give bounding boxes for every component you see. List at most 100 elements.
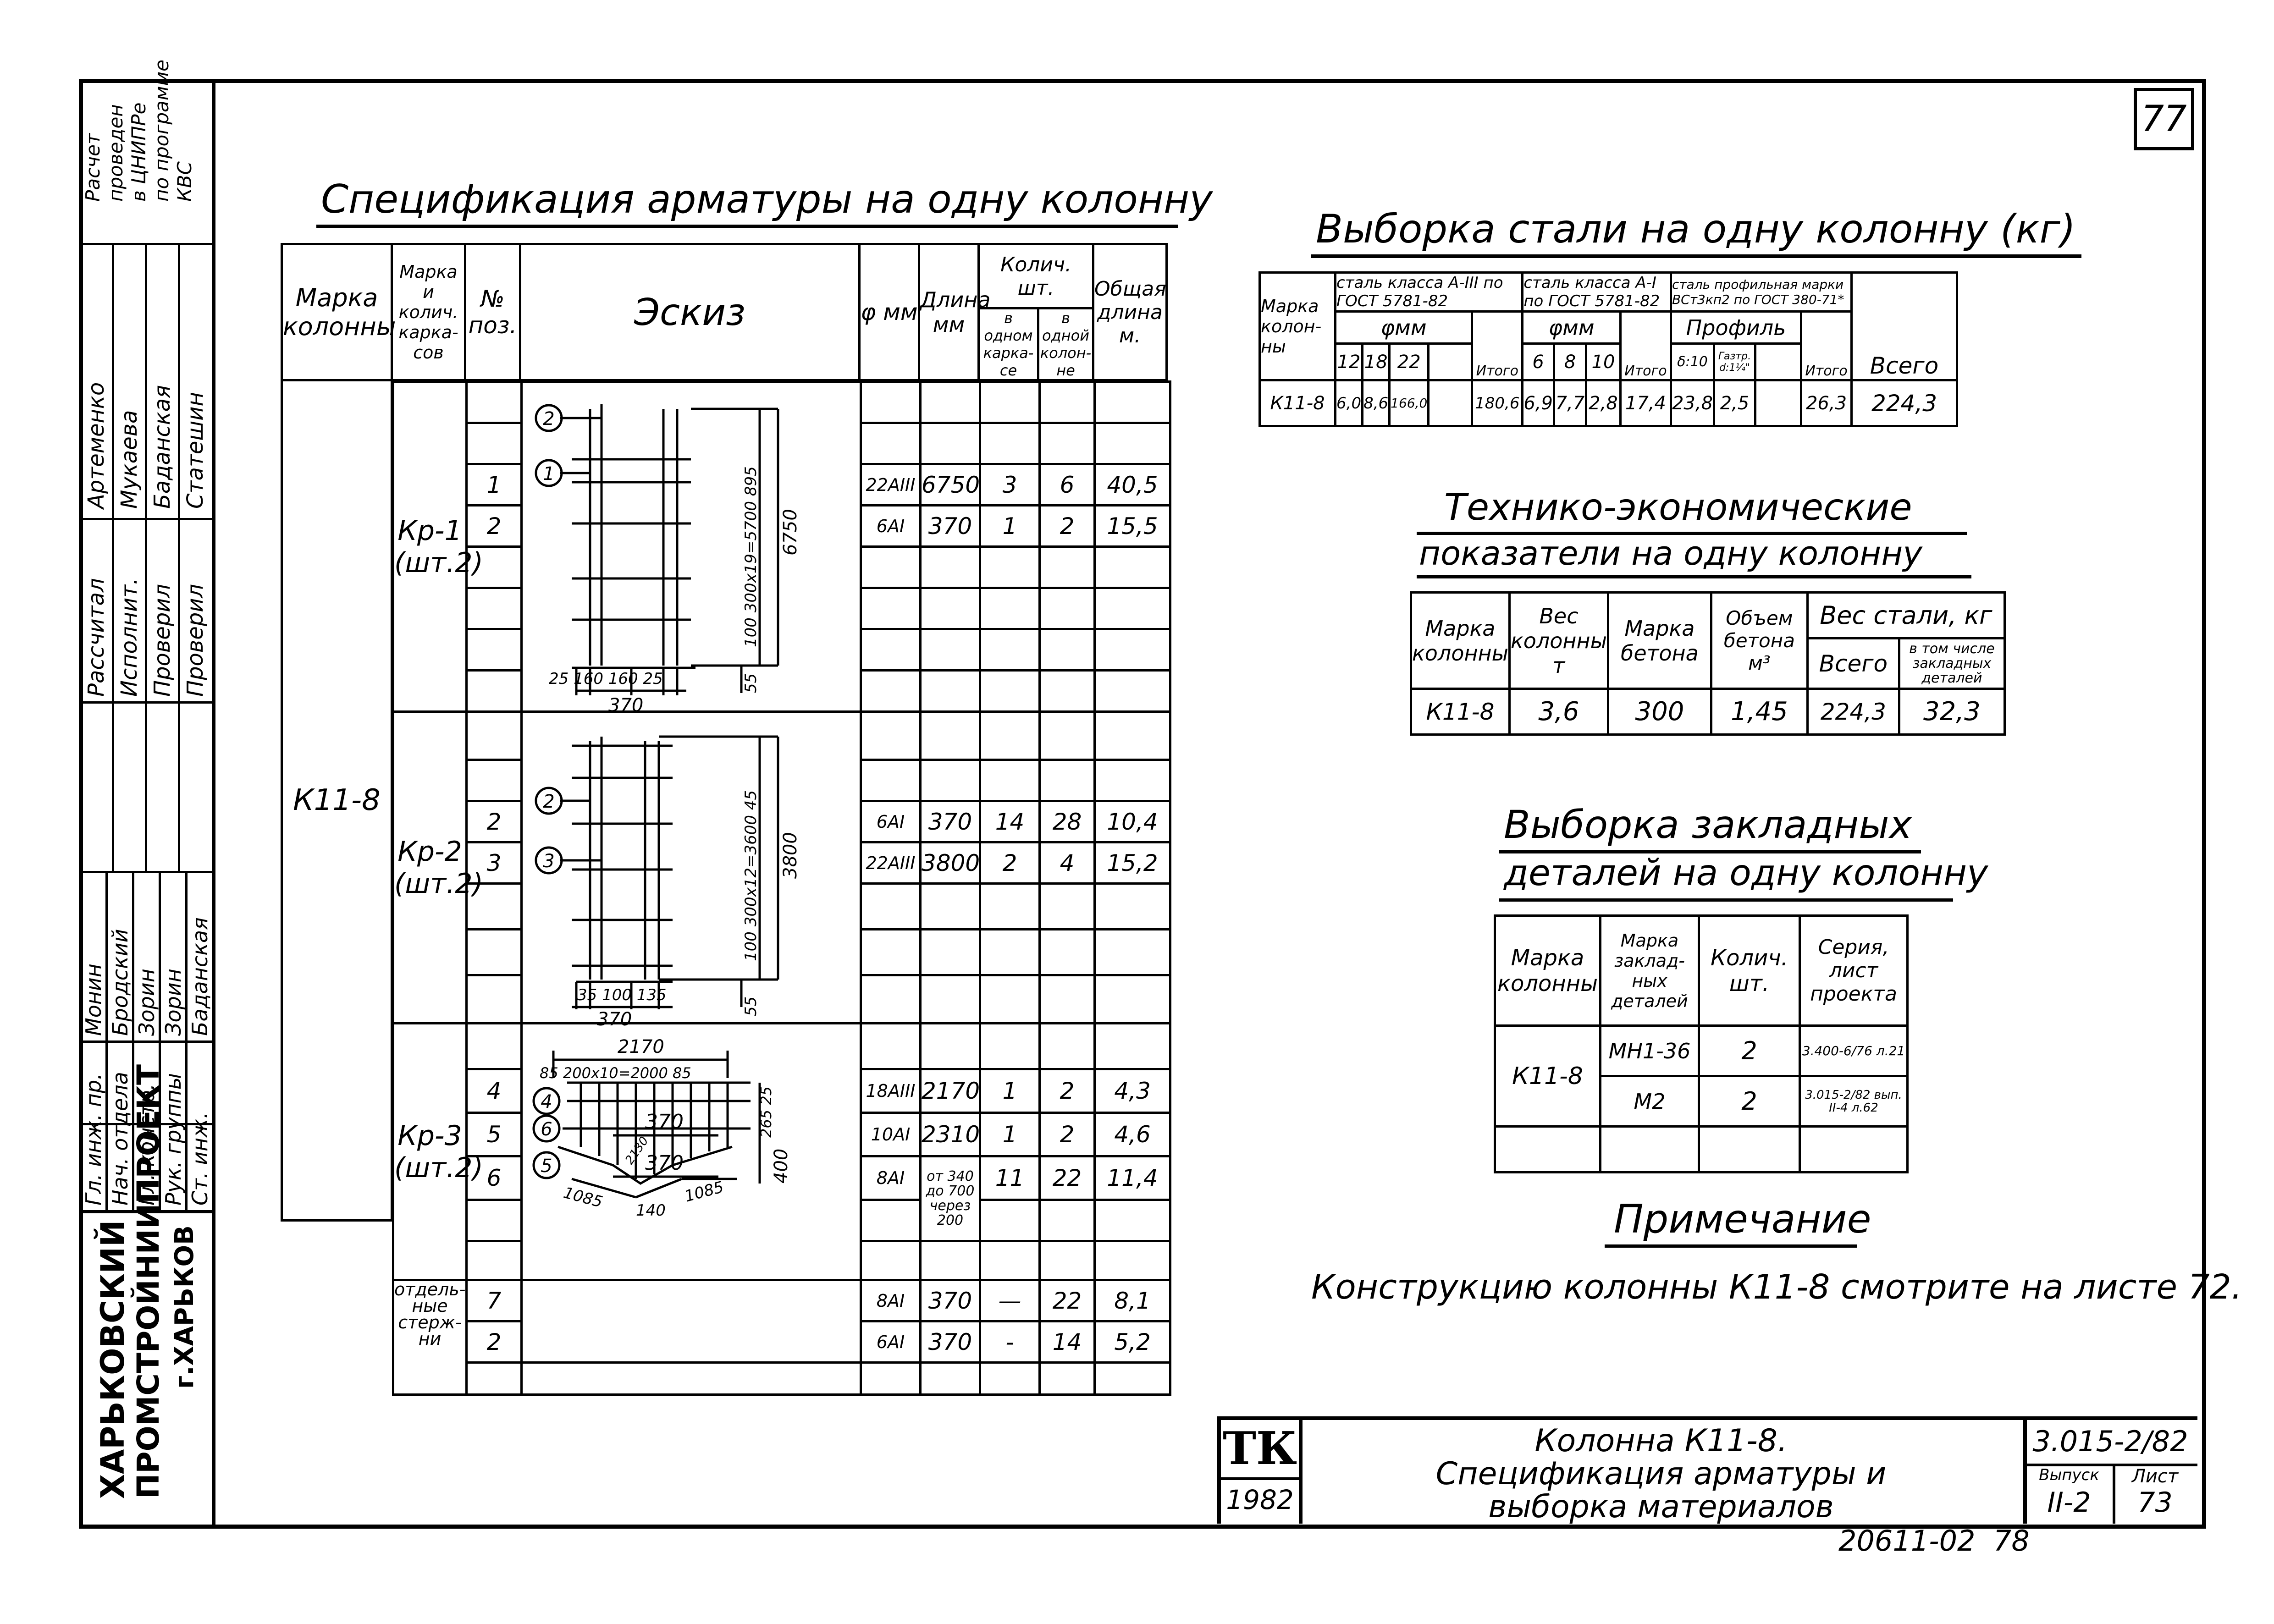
- stamp-issue: II-2: [2047, 1486, 2091, 1519]
- frame-rods: отдель-ные стерж-ни: [392, 1279, 468, 1396]
- col-mark: К11-8: [281, 379, 393, 1222]
- sketch-kr1: 2 1 100 300х19=5700 895 6750 55 25 160 1…: [535, 404, 801, 716]
- strip-note-3: в ЦНИПРе: [127, 102, 150, 202]
- kr3-circle-b: 6: [541, 1119, 552, 1140]
- spec-table-wrap: Марка колонны Марка и колич. карка-сов №…: [281, 243, 1171, 1396]
- role-2: Нач. отдела: [108, 1072, 132, 1206]
- stamp-issue-label: Выпуск: [2039, 1466, 2099, 1484]
- page-number: 77: [2141, 99, 2187, 140]
- stamp-sheet: 73: [2137, 1486, 2173, 1519]
- kr3-h: 400: [771, 1149, 792, 1184]
- h-pos: № поз.: [464, 243, 521, 381]
- spec-inner: Кр-1 (шт.2) 1 22АIII 6750 3 6 40,5: [392, 380, 1171, 1396]
- stamp: ТК 1982 Колонна К11-8. Спецификация арма…: [1217, 1416, 2197, 1525]
- stamp-tk: ТК: [1222, 1422, 1297, 1475]
- sketch-kr2: 2 3 100 300х12=3600 45 3800 55 35 100 13…: [535, 735, 801, 1030]
- strip-note-4: по программе: [150, 60, 173, 202]
- role-1: Гл. инж. пр.: [81, 1073, 106, 1206]
- name-4: Зорин: [161, 969, 186, 1036]
- rod-1-length: 370: [645, 1110, 684, 1134]
- h-sketch: Эскиз: [519, 243, 861, 381]
- stamp-title-2: Спецификация арматуры и: [1435, 1456, 1887, 1492]
- tech-table: Марка колонны Вес колонны т Марка бетона…: [1410, 591, 2006, 736]
- h-qty-frame: в одном карка-се: [977, 307, 1039, 381]
- pos-1: 1: [465, 463, 523, 506]
- role-5: Ст. инж.: [188, 1112, 212, 1206]
- kr3-circle-a: 4: [541, 1091, 552, 1112]
- name2-2: Мукаева: [116, 410, 142, 509]
- tech-title-2: показатели на одну колонну: [1419, 534, 1922, 573]
- emb-title-1: Выборка закладных: [1504, 802, 1912, 847]
- kr3-b2: 140: [636, 1201, 666, 1220]
- kr3-right: 265 25: [757, 1086, 775, 1138]
- frame-kr2: Кр-2 (шт.2): [392, 710, 483, 1024]
- kr2-circle-b: 3: [543, 851, 554, 872]
- left-strip-divider: [212, 79, 215, 1525]
- tech-title-1: Технико-экономические: [1444, 486, 1912, 528]
- emb-table-wrap: Марка колонны Марка заклад-ных деталей К…: [1494, 914, 1909, 1173]
- strip-note-5: КВС: [173, 161, 196, 202]
- frame-kr1: Кр-1 (шт.2): [392, 380, 483, 713]
- stamp-sheet-label: Лист: [2131, 1466, 2179, 1487]
- kr2-circle-a: 2: [543, 791, 554, 812]
- emb-col-mark: К11-8: [1494, 1024, 1601, 1128]
- spec-table: Марка колонны Марка и колич. карка-сов №…: [281, 243, 1171, 1396]
- role2-2: Исполнит.: [116, 578, 142, 697]
- emb-table: Марка колонны Марка заклад-ных деталей К…: [1494, 914, 1909, 1173]
- name2-1: Артеменко: [83, 382, 109, 509]
- sketch-rods: 370 370: [613, 1110, 718, 1178]
- spec-title: Спецификация арматуры на одну колонну: [321, 176, 1213, 222]
- role-4: Рук. группы: [161, 1073, 186, 1206]
- kr2-total-v: 3800: [780, 832, 801, 879]
- steel-h-all: Всего: [1850, 271, 1959, 381]
- tech-row-mark: К11-8: [1410, 688, 1511, 736]
- h-qty-col: в одной колон-не: [1037, 307, 1095, 381]
- name-5: Баданская: [188, 917, 212, 1036]
- stamp-year: 1982: [1226, 1484, 1294, 1515]
- h-mark: Марка колонны: [281, 243, 396, 381]
- page-number-box: 77: [2134, 88, 2194, 150]
- role2-4: Проверил: [182, 584, 208, 697]
- kr1-dims-v: 100 300х19=5700 895: [742, 466, 760, 647]
- rod-2-length: 370: [645, 1151, 684, 1175]
- name-3: Зорин: [134, 969, 159, 1036]
- stamp-series: 3.015-2/82: [2032, 1425, 2188, 1458]
- name2-4: Статешин: [182, 392, 208, 509]
- h-total: Общая длина м.: [1092, 243, 1168, 381]
- org-city: г.ХАРЬКОВ: [170, 1225, 199, 1389]
- strip-note-1: Расчет: [82, 133, 104, 202]
- note-title: Примечание: [1614, 1196, 1871, 1242]
- h-frame: Марка и колич. карка-сов: [391, 243, 466, 381]
- steel-table: Марка колон-ны сталь класса А-III по ГОС…: [1258, 271, 1959, 427]
- h-dia: φ мм: [858, 243, 920, 381]
- frame-kr3: Кр-3 (шт.2): [392, 1022, 483, 1281]
- kr3-circle-c: 5: [541, 1156, 552, 1177]
- steel-h-prof: сталь профильная марки ВСт3кп2 по ГОСТ 3…: [1669, 271, 1853, 313]
- steel-title: Выборка стали на одну колонну (кг): [1316, 206, 2076, 252]
- emb-title-2: деталей на одну колонну: [1504, 853, 1988, 894]
- bottom-number: 20611-02 78: [1838, 1524, 2030, 1558]
- kr2-width: 370: [597, 1009, 632, 1030]
- kr1-circle-a: 2: [543, 408, 554, 429]
- org-name: ХАРЬКОВСКИЙ: [94, 1220, 132, 1499]
- stamp-title-3: выборка материалов: [1488, 1489, 1834, 1525]
- rod-sketch-2: [520, 1321, 862, 1364]
- steel-h-a1: сталь класса А-I по ГОСТ 5781-82: [1521, 271, 1672, 313]
- strip-note-2: проведен: [105, 104, 127, 202]
- kr2-b55: 55: [742, 996, 760, 1016]
- kr2-dims-v: 100 300х12=3600 45: [742, 790, 760, 961]
- kr1-b55: 55: [742, 673, 760, 693]
- kr2-bottom: 35 100 135: [577, 986, 667, 1004]
- sketch-kr3: 4 6 5 2170 85 200х10=2000 85 265 25 400 …: [532, 1036, 792, 1220]
- kr1-circle-b: 1: [543, 463, 554, 484]
- kr1-width: 370: [608, 695, 643, 716]
- kr1-bottom: 25 160 160 25: [549, 670, 663, 688]
- role-3: Гл. констр.: [134, 1083, 159, 1206]
- h-qty: Колич. шт.: [977, 243, 1095, 309]
- drawing-frame: [79, 79, 2206, 1529]
- tech-table-wrap: Марка колонны Вес колонны т Марка бетона…: [1410, 591, 2006, 736]
- rod-sketch-1: [520, 1279, 862, 1321]
- role2-3: Проверил: [149, 584, 175, 697]
- steel-row-mark: К11-8: [1258, 379, 1336, 427]
- name-2: Бродский: [108, 929, 132, 1036]
